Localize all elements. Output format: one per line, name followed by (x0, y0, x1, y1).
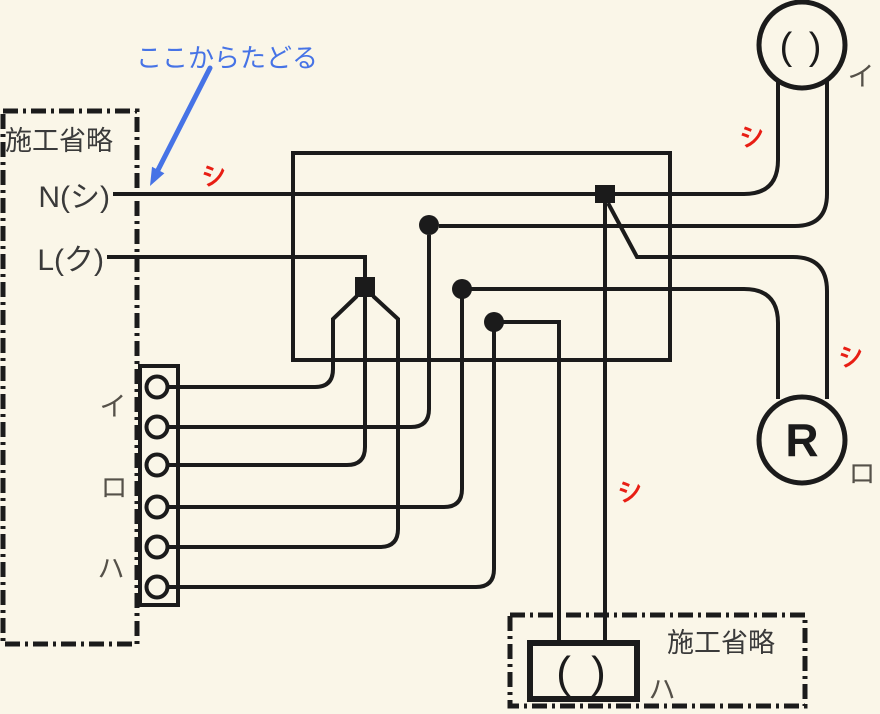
terminal-circle (144, 494, 170, 520)
wire-label-lamp-ha: シ (615, 476, 645, 509)
terminal-circle (144, 534, 170, 560)
wire-neutral-to-lamp-ro (606, 202, 829, 399)
live-line-label: L(ク) (37, 244, 104, 277)
neutral-line-label: N(シ) (38, 181, 110, 214)
lamp-i-label: イ (848, 62, 875, 92)
wire-live-to-switch-ro (168, 297, 367, 467)
annotation-arrowhead (150, 166, 165, 186)
annotation-text: ここからたどる (136, 43, 318, 73)
square-joint-live (355, 277, 375, 297)
dot-joint-lamp-ro (452, 279, 472, 299)
dot-joint-lamp-ha (484, 312, 504, 332)
wire-switch-ha-return (168, 331, 496, 589)
lamp-ha-symbol-box (527, 640, 640, 702)
source-panel-label: 施工省略 (5, 126, 113, 156)
wire-to-lamp-ro-left (462, 287, 780, 399)
terminal-circle (144, 452, 170, 478)
wires (107, 81, 829, 643)
square-joint-neutral (595, 185, 615, 203)
wire-live-to-switch-ha (168, 294, 400, 549)
wire-label-neutral: シ (199, 160, 229, 193)
lamp-ro-label: ロ (849, 459, 876, 489)
switch-strip (138, 364, 180, 607)
wire-switch-ro-return (168, 298, 464, 509)
bottom-omitted-box (507, 612, 808, 709)
switch-terminals (144, 374, 170, 600)
connection-joints (355, 185, 615, 332)
source-panel-omitted-box (0, 108, 140, 647)
terminal-circle (144, 374, 170, 400)
terminal-circle (144, 574, 170, 600)
wire-neutral-to-lamp-i (615, 81, 780, 196)
lamp-ha-symbol: ( ) (556, 648, 610, 697)
wire-live-to-switch-i (168, 294, 359, 389)
switch-ro-label: ロ (101, 473, 128, 503)
lamp-ro-symbol-circle (756, 394, 848, 486)
lamp-i-symbol: ( ) (780, 26, 825, 68)
wire-to-lamp-ha-left (494, 320, 561, 643)
lamp-ha-label: ハ (649, 675, 676, 705)
wire-label-lamp-ro: シ (836, 341, 866, 374)
dot-joint-lamp-i (419, 215, 439, 235)
lamp-i-symbol-circle (756, 0, 848, 91)
terminal-circle (144, 414, 170, 440)
wire-live-line (107, 255, 367, 277)
switch-i-label: イ (100, 392, 127, 422)
bottom-panel-label: 施工省略 (667, 628, 775, 658)
switch-ha-label: ハ (98, 554, 125, 584)
wire-label-lamp-i: シ (737, 121, 767, 154)
wire-to-switch-i (168, 235, 431, 429)
annotation-arrow (155, 65, 213, 173)
wire-lamp-i-return (439, 81, 829, 228)
lamp-ro-symbol: R (785, 414, 818, 466)
